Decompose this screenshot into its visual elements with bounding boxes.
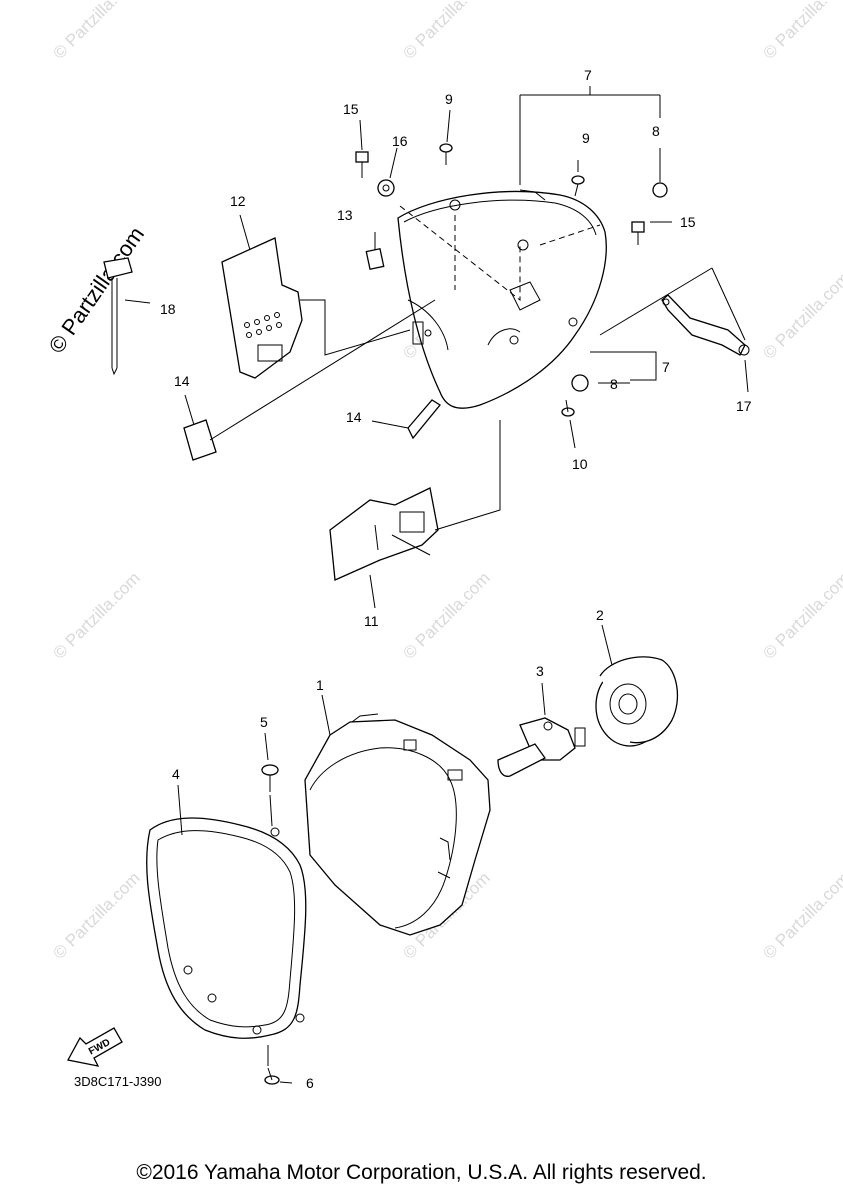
callout-2: 2: [596, 607, 604, 623]
part-15-bolt-left: [355, 151, 369, 178]
watermark: © Partzilla.com: [759, 868, 843, 962]
part-11-plate: [329, 487, 439, 581]
callout-9: 9: [582, 130, 590, 146]
watermark: © Partzilla.com: [49, 0, 143, 63]
callout-13: 13: [337, 207, 353, 223]
callout-4: 4: [172, 766, 180, 782]
part-6-screw: [264, 1067, 280, 1085]
watermark: © Partzilla.com: [759, 268, 843, 362]
headlight-housing: [397, 189, 607, 409]
assembly-lines-upper: [124, 86, 749, 609]
copyright-notice: ©2016 Yamaha Motor Corporation, U.S.A. A…: [136, 1161, 707, 1184]
watermark: © Partzilla.com: [399, 568, 493, 662]
callout-7: 7: [662, 359, 670, 375]
assembly-lines-lower: [177, 624, 613, 1084]
part-12-cover: [221, 237, 303, 379]
callout-15: 15: [680, 214, 696, 230]
part-9-screw-right: [571, 175, 585, 197]
callout-11: 11: [364, 613, 379, 629]
part-13-pad: [365, 247, 385, 271]
watermark: © Partzilla.com: [759, 568, 843, 662]
watermark: © Partzilla.com: [399, 0, 493, 63]
callout-1: 1: [316, 677, 324, 693]
callout-3: 3: [536, 663, 544, 679]
callout-17: 17: [736, 398, 752, 414]
callout-16: 16: [392, 133, 408, 149]
callout-7: 7: [584, 67, 592, 83]
part-10-screw: [561, 399, 575, 417]
part-8-grommet-top: [652, 182, 668, 198]
fwd-arrow: FWD: [67, 1027, 123, 1067]
callout-15: 15: [343, 101, 359, 117]
part-14-pad-left: [183, 419, 217, 461]
watermark: © Partzilla.com: [759, 0, 843, 63]
fasteners-lower: [261, 764, 280, 1085]
callout-9: 9: [445, 91, 453, 107]
callout-8: 8: [652, 123, 660, 139]
part-3-bulb: [497, 717, 586, 777]
callout-18: 18: [160, 301, 176, 317]
part-5-screw: [261, 764, 279, 792]
callout-14: 14: [174, 373, 190, 389]
callout-6: 6: [306, 1075, 314, 1091]
part-2-bulb-cover: [595, 656, 679, 747]
watermark: © Partzilla.com: [49, 868, 143, 962]
callout-14: 14: [346, 409, 362, 425]
part-9-screw-top: [439, 143, 453, 165]
part-8-grommet-bottom: [571, 374, 589, 392]
diagram-code: 3D8C171-J390: [74, 1074, 162, 1089]
part-18-cable-tie: [103, 257, 133, 376]
part-1-lens-unit: [304, 713, 491, 936]
part-17-bracket: [661, 294, 750, 356]
callout-5: 5: [260, 714, 268, 730]
brand-watermark: © Partzilla.com: [44, 222, 150, 358]
callout-8: 8: [610, 376, 618, 392]
callout-12: 12: [230, 193, 246, 209]
watermark: © Partzilla.com: [49, 568, 143, 662]
part-15-bolt-right: [631, 221, 645, 245]
callout-10: 10: [572, 456, 588, 472]
part-14-pad-right: [407, 399, 441, 440]
part-16-washer: [377, 179, 395, 197]
fasteners-upper: [355, 143, 668, 417]
callout-labels: 7 9 15 8 16 9 12 13 15 18 7 14 8 17 14 1…: [160, 67, 752, 1091]
part-4-rim: [146, 817, 307, 1039]
